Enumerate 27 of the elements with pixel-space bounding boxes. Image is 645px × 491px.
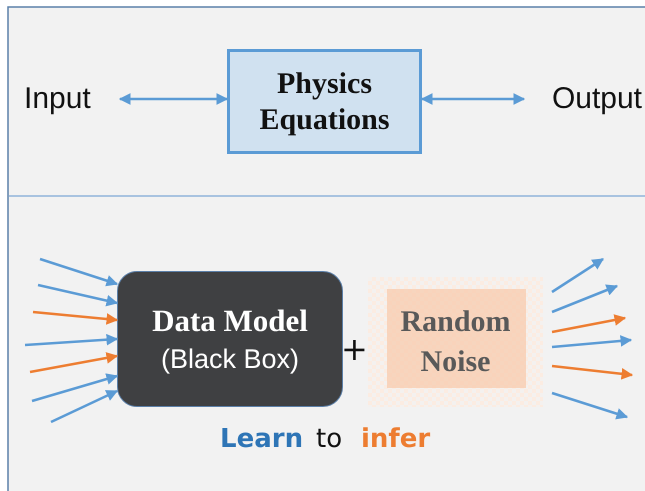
arrow [50, 390, 118, 424]
caption-word: Learn [220, 424, 304, 454]
arrow [40, 258, 118, 286]
caption-word: infer [361, 424, 430, 454]
plus-sign: + [341, 330, 368, 368]
caption-word: to [316, 424, 342, 454]
arrow [32, 310, 118, 325]
arrow [118, 93, 228, 105]
arrow [552, 364, 634, 380]
arrow [551, 258, 604, 294]
arrow [552, 392, 628, 420]
arrow [552, 284, 618, 314]
arrow [38, 284, 118, 306]
arrow [30, 352, 118, 374]
box-subtitle: (Black Box) [160, 342, 300, 376]
io-label: Input [24, 82, 91, 116]
arrow [420, 93, 526, 105]
io-label: Output [552, 82, 642, 116]
arrow [552, 335, 632, 348]
arrow [32, 373, 118, 402]
model-box [117, 271, 343, 407]
box-title: Data Model [152, 302, 308, 340]
box-title: Random Noise [399, 304, 512, 380]
box-title: Physics Equations [258, 66, 391, 138]
arrow [24, 334, 118, 346]
process-box [227, 49, 422, 154]
arrow [552, 314, 626, 334]
